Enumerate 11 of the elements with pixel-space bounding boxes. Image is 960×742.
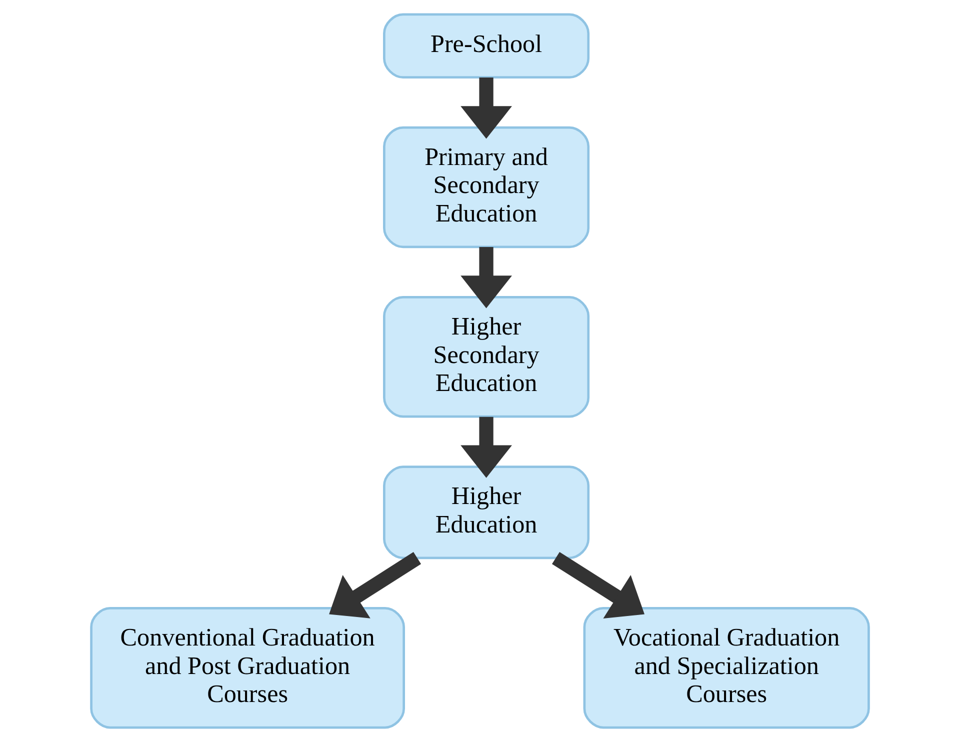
node-box: Conventional Graduation and Post Graduation Courses — [90, 606, 405, 729]
arrow — [329, 552, 422, 618]
node-box: Primary and Secondary Education — [383, 126, 590, 248]
arrow — [460, 77, 512, 139]
node-box: Higher Secondary Education — [383, 296, 590, 418]
node-box: Vocational Graduation and Specialization Courses — [583, 606, 870, 729]
node-box: Higher Education — [383, 466, 590, 560]
arrow — [552, 552, 644, 618]
arrow — [460, 416, 512, 478]
node-box: Pre-School — [383, 13, 590, 78]
arrow — [460, 247, 512, 308]
